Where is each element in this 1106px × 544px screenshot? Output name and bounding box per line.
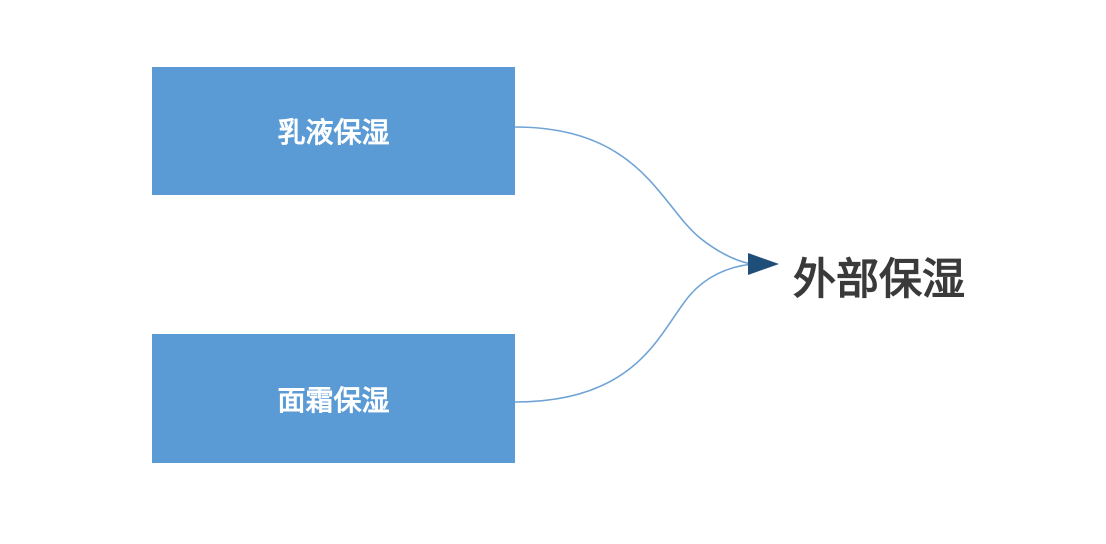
source-label-emulsion: 乳液保湿	[277, 116, 390, 149]
source-box-cream: 面霜保湿	[152, 334, 515, 463]
source-box-emulsion: 乳液保湿	[152, 67, 515, 195]
connector-top	[514, 126, 753, 265]
target-label-text: 外部保湿	[793, 255, 965, 305]
connector-bottom	[514, 263, 753, 403]
target-label-external-moisturizing: 外部保湿	[793, 246, 965, 306]
source-label-cream: 面霜保湿	[277, 383, 390, 417]
arrowhead-icon	[748, 253, 779, 275]
